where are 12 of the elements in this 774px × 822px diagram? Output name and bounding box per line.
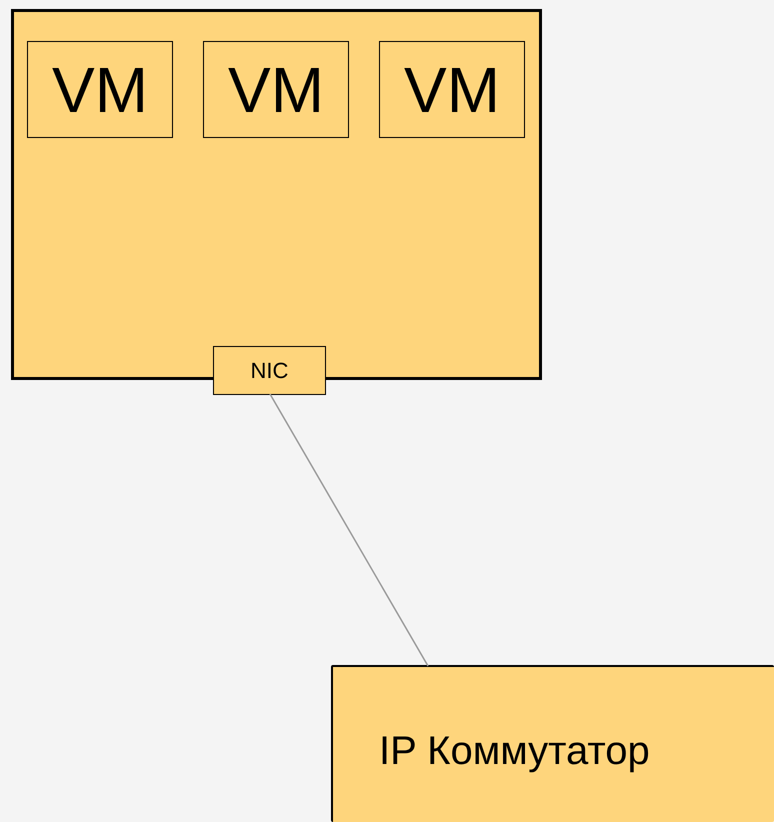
- node-label: VM: [404, 58, 500, 122]
- connector-line: [269, 394, 429, 666]
- vm-box: [27, 41, 173, 138]
- node-label: IP Коммутатор: [379, 731, 650, 771]
- vm-box: [379, 41, 525, 138]
- switch-box: [331, 665, 774, 822]
- node-label: NIC: [250, 360, 288, 382]
- host-box: [11, 9, 542, 380]
- node-label: VM: [52, 58, 148, 122]
- nic-box: [213, 346, 326, 395]
- vm-box: [203, 41, 349, 138]
- node-label: VM: [228, 58, 324, 122]
